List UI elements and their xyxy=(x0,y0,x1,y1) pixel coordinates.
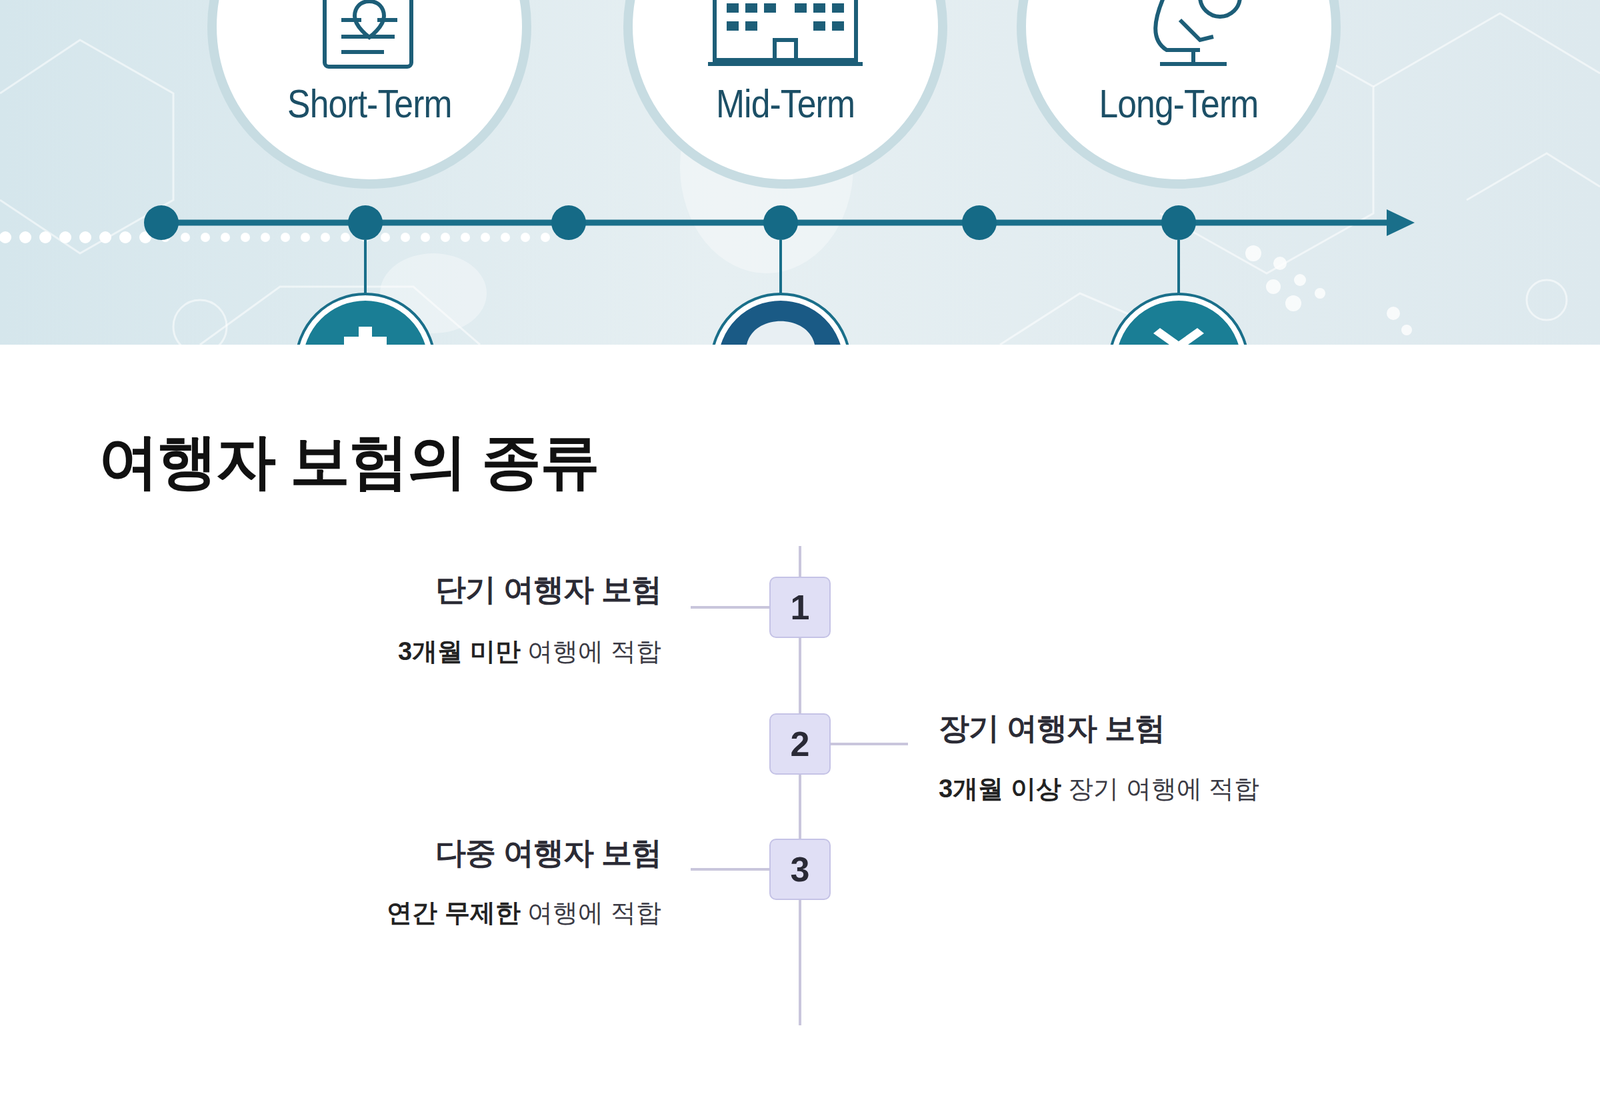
step-number: 1 xyxy=(790,587,810,628)
leader-line xyxy=(830,742,908,746)
description-text: 여행에 적합 xyxy=(527,896,662,930)
lead-dot xyxy=(19,231,32,244)
description-emphasis: 3개월 미만 xyxy=(398,634,521,669)
step-number: 3 xyxy=(790,849,810,890)
step-number-box: 1 xyxy=(769,576,831,638)
lead-dot xyxy=(180,232,190,242)
lead-dot xyxy=(380,232,390,242)
lead-dot xyxy=(520,232,530,242)
lead-dot xyxy=(79,231,92,244)
lead-dot xyxy=(320,232,330,242)
term-circle: Long-Term xyxy=(1021,0,1336,184)
step-description: 3개월 미만여행에 적합 xyxy=(398,634,662,669)
banner-illustration xyxy=(0,0,1600,345)
banner: Short-Term Mid-Term Long-Term xyxy=(0,0,1600,345)
lead-dot xyxy=(39,231,52,244)
lead-dot xyxy=(240,232,250,242)
lead-dot xyxy=(460,232,470,242)
lead-dot xyxy=(59,231,72,244)
lead-dot xyxy=(99,231,112,244)
lead-dot xyxy=(200,232,210,242)
lead-dot xyxy=(480,232,490,242)
step-number-box: 2 xyxy=(769,713,831,775)
step-description: 연간 무제한여행에 적합 xyxy=(386,896,662,930)
step-number-box: 3 xyxy=(769,838,831,900)
leader-line xyxy=(690,868,770,871)
lead-dot xyxy=(540,232,550,242)
step-number: 2 xyxy=(790,724,810,764)
description-text: 여행에 적합 xyxy=(527,634,662,669)
description-emphasis: 3개월 이상 xyxy=(938,772,1062,806)
description-emphasis: 연간 무제한 xyxy=(386,896,521,930)
lead-dot xyxy=(340,232,350,242)
step-heading: 다중 여행자 보험 xyxy=(435,832,662,874)
lead-dot xyxy=(400,232,410,242)
step-heading: 장기 여행자 보험 xyxy=(938,708,1165,750)
lead-dot xyxy=(220,232,230,242)
term-label: Short-Term xyxy=(287,80,452,128)
lead-dot xyxy=(280,232,290,242)
description-text: 장기 여행에 적합 xyxy=(1068,772,1260,806)
lead-dot xyxy=(300,232,310,242)
lead-dot xyxy=(119,231,132,244)
lead-dot xyxy=(440,232,450,242)
lead-dot xyxy=(0,231,12,244)
leader-line xyxy=(690,606,770,609)
lead-dot xyxy=(260,232,270,242)
term-circle: Short-Term xyxy=(212,0,527,184)
step-description: 3개월 이상장기 여행에 적합 xyxy=(938,772,1260,806)
page-title: 여행자 보험의 종류 xyxy=(98,421,599,503)
step-heading: 단기 여행자 보험 xyxy=(435,569,662,611)
lead-dot xyxy=(420,232,430,242)
lead-dot xyxy=(500,232,510,242)
term-label: Mid-Term xyxy=(716,80,855,128)
term-circle: Mid-Term xyxy=(628,0,943,184)
term-label: Long-Term xyxy=(1099,80,1259,128)
